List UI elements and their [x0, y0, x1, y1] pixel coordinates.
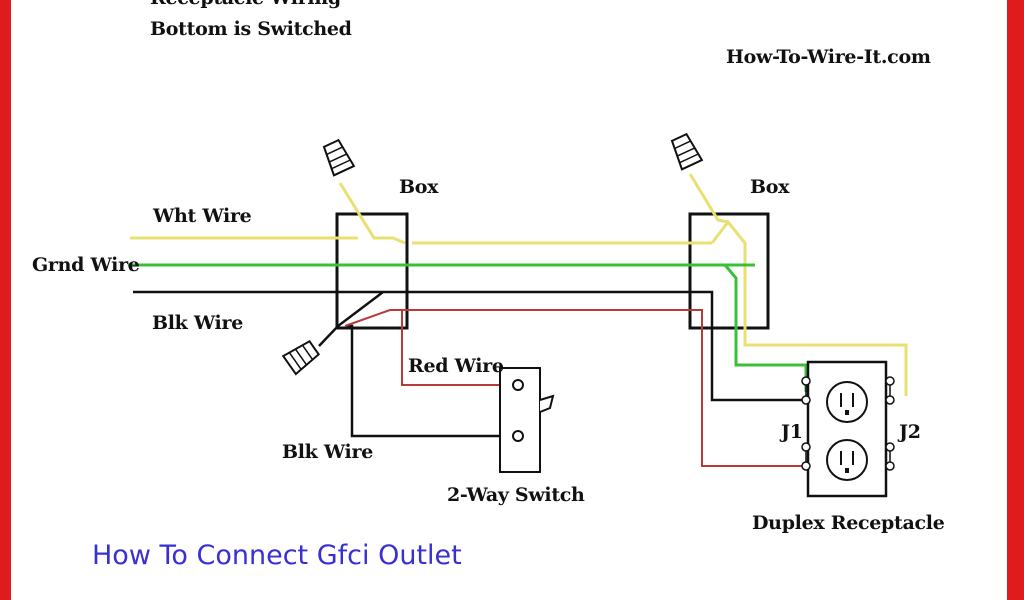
cut-off-heading: Receptacle Wiring — [150, 0, 341, 9]
black-wire — [133, 290, 804, 438]
junction-box-left — [335, 212, 409, 330]
wire-nut-icon — [322, 138, 356, 177]
box-right-label: Box — [750, 176, 790, 198]
terminal-j1-label: J1 — [781, 421, 803, 443]
switch-label: 2-Way Switch — [447, 484, 585, 506]
box-left-label: Box — [399, 176, 439, 198]
diagram-subtitle: Bottom is Switched — [150, 18, 352, 40]
receptacle-label: Duplex Receptacle — [752, 512, 945, 534]
white-wire — [130, 173, 908, 396]
wire-nut-icon — [281, 339, 321, 376]
page-caption: How To Connect Gfci Outlet — [92, 540, 462, 571]
site-name: How-To-Wire-It.com — [726, 46, 931, 68]
ground-wire-label: Grnd Wire — [32, 254, 140, 276]
frame-left-border — [0, 0, 11, 600]
white-wire-label: Wht Wire — [153, 205, 252, 227]
ground-wire — [128, 263, 808, 392]
frame-right-border — [1007, 0, 1024, 600]
red-wire-label: Red Wire — [408, 355, 504, 377]
black-wire-label-bottom: Blk Wire — [282, 441, 373, 463]
outlet-icon — [801, 360, 895, 498]
wire-nut-icon — [670, 132, 704, 171]
red-wire — [344, 309, 804, 467]
junction-box-right — [688, 212, 770, 330]
black-wire-label-top: Blk Wire — [152, 312, 243, 334]
terminal-j2-label: J2 — [899, 421, 921, 443]
toggle-switch-icon — [499, 367, 555, 473]
